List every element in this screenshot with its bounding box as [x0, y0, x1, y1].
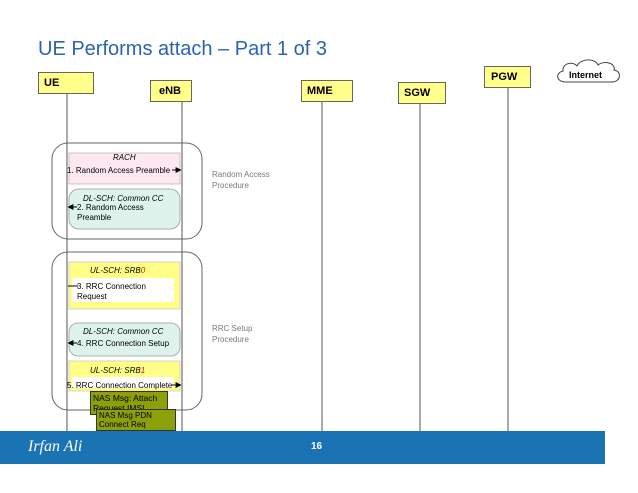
pgw-entity: PGW [484, 66, 531, 88]
sgw-entity: SGW [398, 82, 446, 104]
msg3-label-line2: Request [77, 292, 107, 301]
enb-entity: eNB [150, 80, 192, 102]
msg2-label-line1: 2. Random Access [77, 203, 144, 212]
rrc-setup-label-line2: Procedure [212, 335, 249, 344]
internet-cloud-icon [557, 59, 620, 83]
random-access-group [51, 142, 203, 240]
ul-sch-srb0-label: UL-SCH: SRB0 [90, 266, 145, 275]
nas-pdn-connect-box: NAS Msg PDN Connect Req [96, 409, 176, 431]
random-access-label-line1: Random Access [212, 170, 270, 179]
rach-box [68, 152, 181, 185]
ul-sch-srb1-num: 1 [140, 366, 146, 375]
msg2-label-line2: Preamble [77, 213, 112, 222]
dl-sch-label-2: DL-SCH: Common CC [83, 327, 164, 336]
ul-sch-srb1-prefix: UL-SCH: SRB [90, 366, 141, 375]
ul-sch-srb0-prefix: UL-SCH: SRB [90, 266, 141, 275]
msg3-label-line1: 3. RRC Connection [77, 282, 146, 291]
ul-sch-srb0-num: 0 [140, 266, 146, 275]
mme-entity: MME [301, 80, 353, 102]
page-number: 16 [311, 441, 323, 452]
internet-label: Internet [569, 70, 603, 80]
msg4-label: 4. RRC Connection Setup [77, 339, 170, 348]
rrc-setup-label: RRC Setup Procedure [212, 323, 252, 345]
ul-sch-srb1-label: UL-SCH: SRB1 [90, 366, 145, 375]
nas-pdn-line2: Connect Req [99, 420, 146, 429]
msg1-label: 1. Random Access Preamble [67, 166, 171, 175]
nas-pdn-line1: NAS Msg PDN [99, 411, 152, 420]
msg5-label: 5. RRC Connection Complete [67, 381, 173, 390]
footer-bar: Irfan Ali 16 [0, 431, 605, 464]
dl-sch-box-2 [68, 322, 181, 357]
dl-sch-label-1: DL-SCH: Common CC [83, 194, 164, 203]
random-access-label: Random Access Procedure [212, 169, 270, 191]
nas-attach-line2: Request IMSI [93, 403, 145, 413]
rach-label: RACH [113, 153, 136, 162]
ue-entity: UE [38, 72, 94, 94]
random-access-label-line2: Procedure [212, 181, 249, 190]
author-name: Irfan Ali [28, 438, 83, 455]
slide-title: UE Performs attach – Part 1 of 3 [38, 38, 328, 60]
rrc-setup-label-line1: RRC Setup [212, 324, 253, 333]
nas-attach-line1: NAS Msg: Attach [93, 393, 158, 403]
